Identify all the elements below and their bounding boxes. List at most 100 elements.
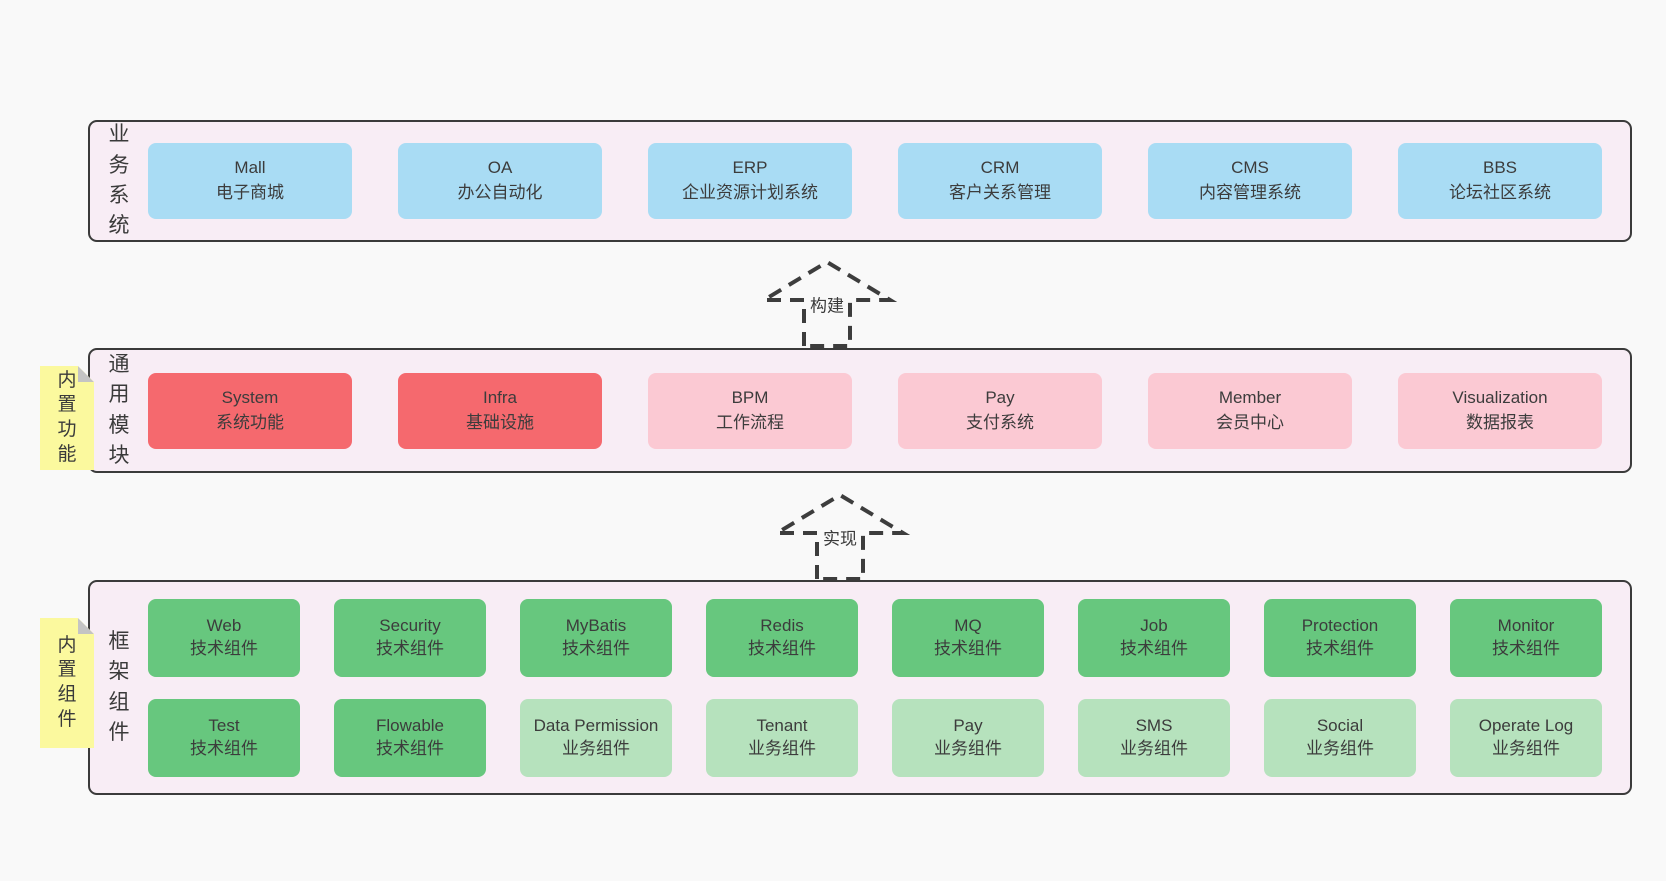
box-subtitle: 技术组件	[562, 638, 630, 658]
box-subtitle: 客户关系管理	[949, 183, 1051, 202]
box-web: Web 技术组件	[148, 598, 300, 677]
box-social: Social 业务组件	[1264, 698, 1416, 777]
band-business-systems-label: 业务系统	[108, 123, 130, 238]
box-subtitle: 技术组件	[376, 638, 444, 658]
box-protection: Protection 技术组件	[1264, 598, 1416, 677]
box-subtitle: 业务组件	[1306, 738, 1374, 758]
box-mybatis: MyBatis 技术组件	[520, 598, 672, 677]
box-title: Member	[1218, 387, 1282, 407]
box-title: ERP	[732, 158, 768, 178]
box-tenant: Tenant 业务组件	[706, 698, 858, 777]
up-arrow-icon	[769, 492, 911, 581]
up-arrow-icon	[756, 259, 898, 348]
box-title: MyBatis	[565, 616, 627, 636]
common-modules-boxes: System 系统功能 Infra 基础设施 BPM 工作流程 Pay 支付系统…	[148, 372, 1630, 449]
box-operate-log: Operate Log 业务组件	[1450, 698, 1602, 777]
implement-arrow: 实现	[765, 489, 915, 581]
box-title: Infra	[482, 387, 518, 407]
box-sms: SMS 业务组件	[1078, 698, 1230, 777]
box-subtitle: 业务组件	[562, 738, 630, 758]
box-subtitle: 电子商城	[216, 183, 284, 202]
box-title: Mall	[234, 158, 266, 178]
band-common-modules-label: 通用模块	[108, 352, 130, 467]
box-title: Pay	[985, 387, 1015, 407]
box-subtitle: 技术组件	[934, 638, 1002, 658]
implement-arrow-label: 实现	[819, 523, 861, 551]
box-title: Social	[1316, 716, 1364, 736]
box-subtitle: 企业资源计划系统	[682, 183, 818, 202]
box-title: Data Permission	[533, 716, 659, 736]
box-title: Monitor	[1497, 616, 1555, 636]
box-subtitle: 技术组件	[376, 738, 444, 758]
band-framework-components: 框架组件 Web 技术组件 Security 技术组件 MyBatis 技术组件…	[88, 580, 1632, 795]
business-systems-boxes: Mall 电子商城 OA 办公自动化 ERP 企业资源计划系统 CRM 客户关系…	[148, 143, 1630, 219]
box-title: OA	[487, 158, 513, 178]
box-title: Job	[1140, 616, 1168, 636]
box-title: Protection	[1301, 616, 1379, 636]
box-oa: OA 办公自动化	[398, 143, 602, 219]
box-title: BBS	[1482, 158, 1518, 178]
box-security: Security 技术组件	[334, 598, 486, 677]
box-infra: Infra 基础设施	[398, 372, 602, 449]
framework-row-1: Web 技术组件 Security 技术组件 MyBatis 技术组件 Redi…	[148, 598, 1602, 677]
box-title: System	[221, 387, 279, 407]
box-subtitle: 系统功能	[216, 412, 284, 432]
build-arrow-label: 构建	[806, 290, 848, 318]
box-title: Visualization	[1452, 387, 1548, 407]
box-data-permission: Data Permission 业务组件	[520, 698, 672, 777]
box-title: Operate Log	[1478, 716, 1574, 736]
box-subtitle: 业务组件	[934, 738, 1002, 758]
box-bbs: BBS 论坛社区系统	[1398, 143, 1602, 219]
box-title: MQ	[954, 616, 982, 636]
sticky-built-in-components: 内置组件	[40, 618, 94, 748]
box-bpm: BPM 工作流程	[648, 372, 852, 449]
box-monitor: Monitor 技术组件	[1450, 598, 1602, 677]
box-subtitle: 业务组件	[748, 738, 816, 758]
box-title: BPM	[731, 387, 769, 407]
box-subtitle: 基础设施	[466, 412, 534, 432]
box-system: System 系统功能	[148, 372, 352, 449]
framework-components-boxes: Web 技术组件 Security 技术组件 MyBatis 技术组件 Redi…	[148, 598, 1630, 777]
box-subtitle: 工作流程	[716, 412, 784, 432]
box-member: Member 会员中心	[1148, 372, 1352, 449]
box-subtitle: 支付系统	[966, 412, 1034, 432]
box-title: Security	[379, 616, 441, 636]
box-subtitle: 技术组件	[1492, 638, 1560, 658]
box-subtitle: 业务组件	[1492, 738, 1560, 758]
box-subtitle: 技术组件	[748, 638, 816, 658]
box-cms: CMS 内容管理系统	[1148, 143, 1352, 219]
box-title: Test	[208, 716, 240, 736]
box-flowable: Flowable 技术组件	[334, 698, 486, 777]
box-subtitle: 技术组件	[190, 638, 258, 658]
box-subtitle: 业务组件	[1120, 738, 1188, 758]
sticky-built-in-features: 内置功能	[40, 366, 94, 470]
box-title: SMS	[1135, 716, 1173, 736]
box-pay-component: Pay 业务组件	[892, 698, 1044, 777]
box-mq: MQ 技术组件	[892, 598, 1044, 677]
box-pay-system: Pay 支付系统	[898, 372, 1102, 449]
box-title: Tenant	[756, 716, 808, 736]
box-title: CMS	[1231, 158, 1269, 178]
box-subtitle: 技术组件	[1120, 638, 1188, 658]
build-arrow: 构建	[752, 256, 902, 348]
box-subtitle: 内容管理系统	[1199, 183, 1301, 202]
band-common-modules: 通用模块 System 系统功能 Infra 基础设施 BPM 工作流程 Pay…	[88, 348, 1632, 473]
box-test: Test 技术组件	[148, 698, 300, 777]
box-subtitle: 技术组件	[1306, 638, 1374, 658]
box-erp: ERP 企业资源计划系统	[648, 143, 852, 219]
box-title: CRM	[980, 158, 1020, 178]
band-framework-components-label: 框架组件	[108, 629, 130, 744]
box-redis: Redis 技术组件	[706, 598, 858, 677]
box-visualization: Visualization 数据报表	[1398, 372, 1602, 449]
box-title: Flowable	[375, 716, 445, 736]
box-mall: Mall 电子商城	[148, 143, 352, 219]
box-title: Web	[206, 616, 242, 636]
band-business-systems: 业务系统 Mall 电子商城 OA 办公自动化 ERP 企业资源计划系统 CRM…	[88, 120, 1632, 242]
box-subtitle: 技术组件	[190, 738, 258, 758]
framework-row-2: Test 技术组件 Flowable 技术组件 Data Permission …	[148, 698, 1602, 777]
box-subtitle: 论坛社区系统	[1449, 183, 1551, 202]
box-title: Pay	[953, 716, 983, 736]
box-subtitle: 数据报表	[1466, 412, 1534, 432]
box-subtitle: 办公自动化	[457, 183, 543, 202]
